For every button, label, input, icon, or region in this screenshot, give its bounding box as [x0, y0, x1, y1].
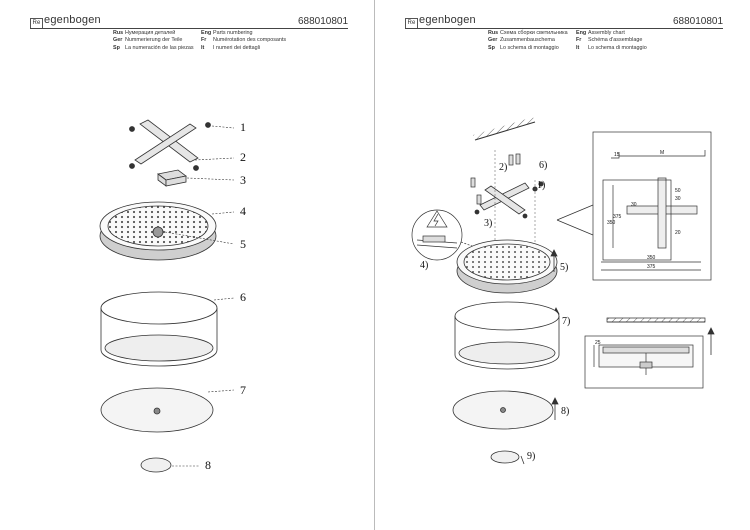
part-label: 5 — [240, 237, 246, 251]
dimension-label: 375 — [613, 214, 622, 220]
dimension-label: M — [660, 150, 665, 156]
bracket-dimension-drawing — [556, 131, 712, 281]
glass-diffuser — [100, 387, 214, 433]
dimension-label: 15 — [614, 152, 620, 158]
brand-name: egenbogen — [419, 14, 476, 26]
ceiling-surface — [473, 117, 536, 141]
step-label: 1) — [537, 180, 546, 191]
decorative-cap — [140, 457, 172, 473]
dimension-label: 25 — [595, 340, 601, 346]
part-label: 6 — [240, 290, 246, 304]
part-label: 7 — [240, 383, 246, 397]
side-profile-drawing — [584, 317, 706, 389]
part-label: 2 — [240, 150, 246, 164]
dimension-label: 50 — [675, 188, 681, 194]
article-number: 688010801 — [298, 16, 349, 27]
parts-exploded-drawing — [99, 119, 235, 473]
dimension-label: 375 — [647, 264, 656, 270]
step-label: 6) — [539, 160, 548, 171]
wiring-inset — [411, 209, 484, 261]
base-plate-led — [99, 201, 217, 261]
part-label: 8 — [205, 458, 211, 472]
lamp-shade — [454, 301, 560, 370]
dimension-label: 30 — [631, 202, 637, 208]
dimension-label: 20 — [675, 230, 681, 236]
part-label: 4 — [240, 204, 246, 218]
base-plate-led — [456, 239, 558, 294]
decorative-cap — [490, 450, 525, 465]
header-rule — [405, 28, 723, 29]
step-label: 2) — [499, 162, 508, 173]
part-label: 1 — [240, 120, 246, 134]
step-label: 7) — [562, 316, 571, 327]
dimension-label: 350 — [647, 255, 656, 261]
dimension-label: 350 — [607, 220, 616, 226]
mounting-cross-bracket — [129, 119, 211, 171]
step-label: 9) — [527, 451, 536, 462]
header-rule — [30, 28, 348, 29]
article-number: 688010801 — [673, 16, 724, 27]
lamp-shade — [100, 291, 218, 367]
leader-lines — [164, 125, 235, 467]
brand-name: egenbogen — [44, 14, 101, 26]
assembly-drawing — [411, 117, 715, 465]
step-label: 3) — [484, 218, 493, 229]
step-label: 4) — [420, 260, 429, 271]
mounting-cross-bracket — [474, 182, 530, 219]
part-label: 3 — [240, 173, 246, 187]
step-label: 8) — [561, 406, 570, 417]
dimension-label: 30 — [675, 196, 681, 202]
step-label: 5) — [560, 262, 569, 273]
page-divider — [374, 0, 375, 530]
glass-diffuser — [452, 390, 554, 430]
terminal-block — [157, 169, 187, 187]
